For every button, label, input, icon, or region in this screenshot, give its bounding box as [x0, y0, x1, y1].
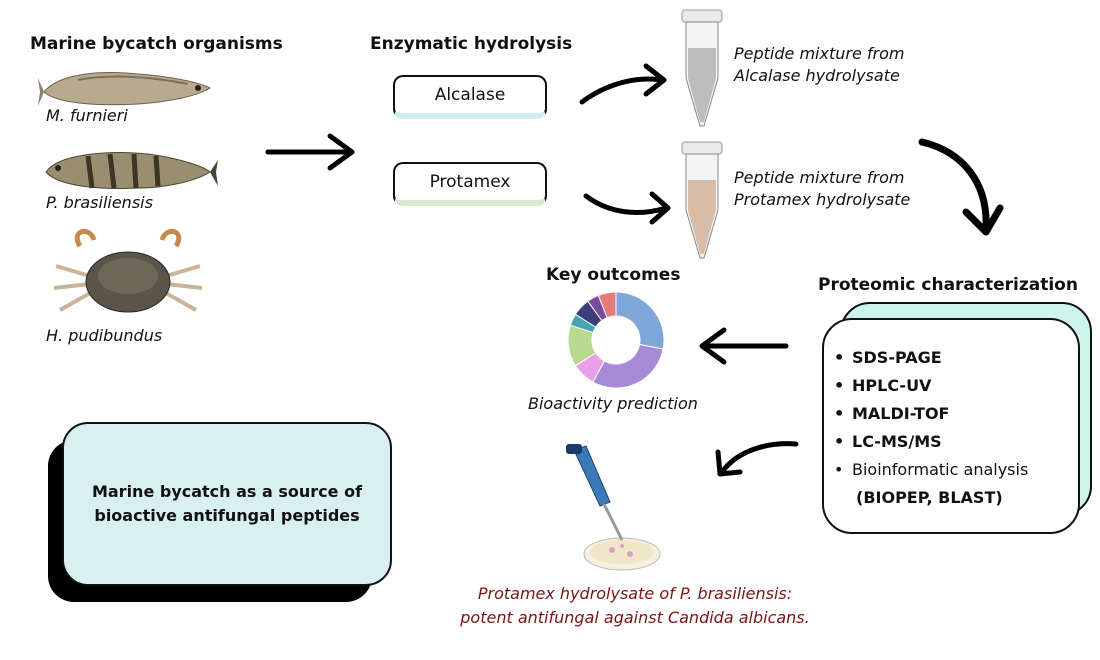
result-text: Protamex hydrolysate of P. brasiliensis:…: [420, 582, 850, 630]
enzyme-box-alcalase: Alcalase: [393, 75, 547, 119]
proteomic-box: SDS-PAGE HPLC-UV MALDI-TOF LC-MS/MS Bioi…: [822, 318, 1080, 534]
enzyme-box-protamex: Protamex: [393, 162, 547, 206]
proteomic-title: Proteomic characterization: [818, 275, 1078, 295]
curved-arrow-icon: [715, 441, 799, 477]
mixture-line: Protamex hydrolysate: [734, 190, 911, 209]
mixture-alcalase: Peptide mixture from Alcalase hydrolysat…: [734, 43, 904, 87]
method-list: SDS-PAGE HPLC-UV MALDI-TOF LC-MS/MS Bioi…: [834, 344, 1078, 484]
organism-label-3: H. pudibundus: [46, 326, 163, 345]
tube-icon: [681, 141, 723, 259]
donut-slice: [592, 343, 664, 389]
mixture-protamex: Peptide mixture from Protamex hydrolysat…: [734, 167, 910, 211]
organism-label-2: P. brasiliensis: [46, 193, 153, 212]
outcomes-title: Key outcomes: [546, 265, 681, 285]
method-item: HPLC-UV: [834, 372, 1078, 400]
method-item: SDS-PAGE: [834, 344, 1078, 372]
crab-icon: [53, 229, 203, 313]
method-item: LC-MS/MS: [834, 428, 1078, 456]
mixture-line: Peptide mixture from: [734, 168, 905, 187]
organisms-title: Marine bycatch organisms: [30, 34, 283, 54]
tube-icon: [681, 9, 723, 127]
fish-icon: [38, 72, 211, 106]
donut-slice: [597, 291, 617, 319]
enzyme-label: Protamex: [429, 172, 511, 192]
mixture-line: Peptide mixture from: [734, 44, 905, 63]
organism-label-1: M. furnieri: [46, 106, 128, 125]
method-item: MALDI-TOF: [834, 400, 1078, 428]
fish-icon: [45, 152, 218, 189]
donut-slice: [615, 291, 665, 350]
mixture-line: Alcalase hydrolysate: [734, 66, 900, 85]
curved-arrow-icon: [583, 191, 671, 225]
summary-line: bioactive antifungal peptides: [94, 506, 360, 525]
summary-box: Marine bycatch as a source of bioactive …: [62, 422, 392, 586]
right-arrow-icon: [265, 133, 355, 171]
bioactivity-caption: Bioactivity prediction: [528, 394, 698, 413]
left-arrow-icon: [699, 327, 789, 365]
method-item: Bioinformatic analysis: [834, 456, 1078, 484]
donut-icon: [567, 291, 665, 389]
method-detail: (BIOPEP, BLAST): [856, 488, 1003, 507]
curved-arrow-icon: [579, 63, 667, 105]
summary-line: Marine bycatch as a source of: [91, 482, 363, 501]
curved-down-arrow-icon: [918, 138, 1004, 236]
enzyme-label: Alcalase: [434, 85, 506, 105]
result-line: potent antifungal against Candida albica…: [460, 608, 810, 627]
result-line: Protamex hydrolysate of P. brasiliensis:: [477, 584, 793, 603]
pipette-icon: [566, 444, 661, 571]
hydrolysis-title: Enzymatic hydrolysis: [370, 34, 573, 54]
